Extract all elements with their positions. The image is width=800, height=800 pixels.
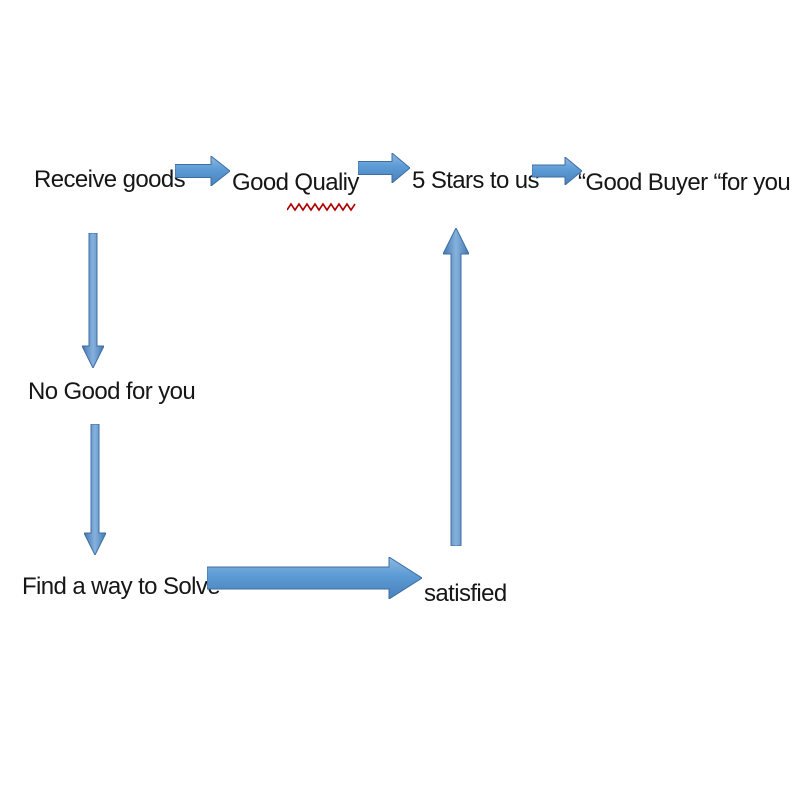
node-receive-goods: Receive goods [34,166,186,193]
node-good-buyer: “Good Buyer “for you [578,169,791,196]
right-arrow-solve-to-satisfied-icon [207,557,422,599]
node-good-quality-misspelled-word: Qualiy [294,169,359,196]
up-arrow-satisfied-to-stars-icon [443,228,469,546]
node-good-quality-prefix: Good [232,169,295,196]
node-no-good: No Good for you [28,378,196,405]
down-arrow-nogood-to-solve-icon [84,424,106,555]
right-arrow-quality-to-stars-icon [358,153,410,183]
node-satisfied: satisfied [424,580,507,607]
spellcheck-squiggle-icon [286,200,357,218]
down-arrow-receive-to-nogood-icon [82,233,104,368]
node-good-quality: Good Qualiy [232,169,359,197]
node-five-stars: 5 Stars to us [412,167,540,194]
node-find-solve: Find a way to Solve [22,573,221,600]
right-arrow-stars-to-buyer-icon [532,157,582,185]
right-arrow-receive-to-quality-icon [175,156,230,186]
